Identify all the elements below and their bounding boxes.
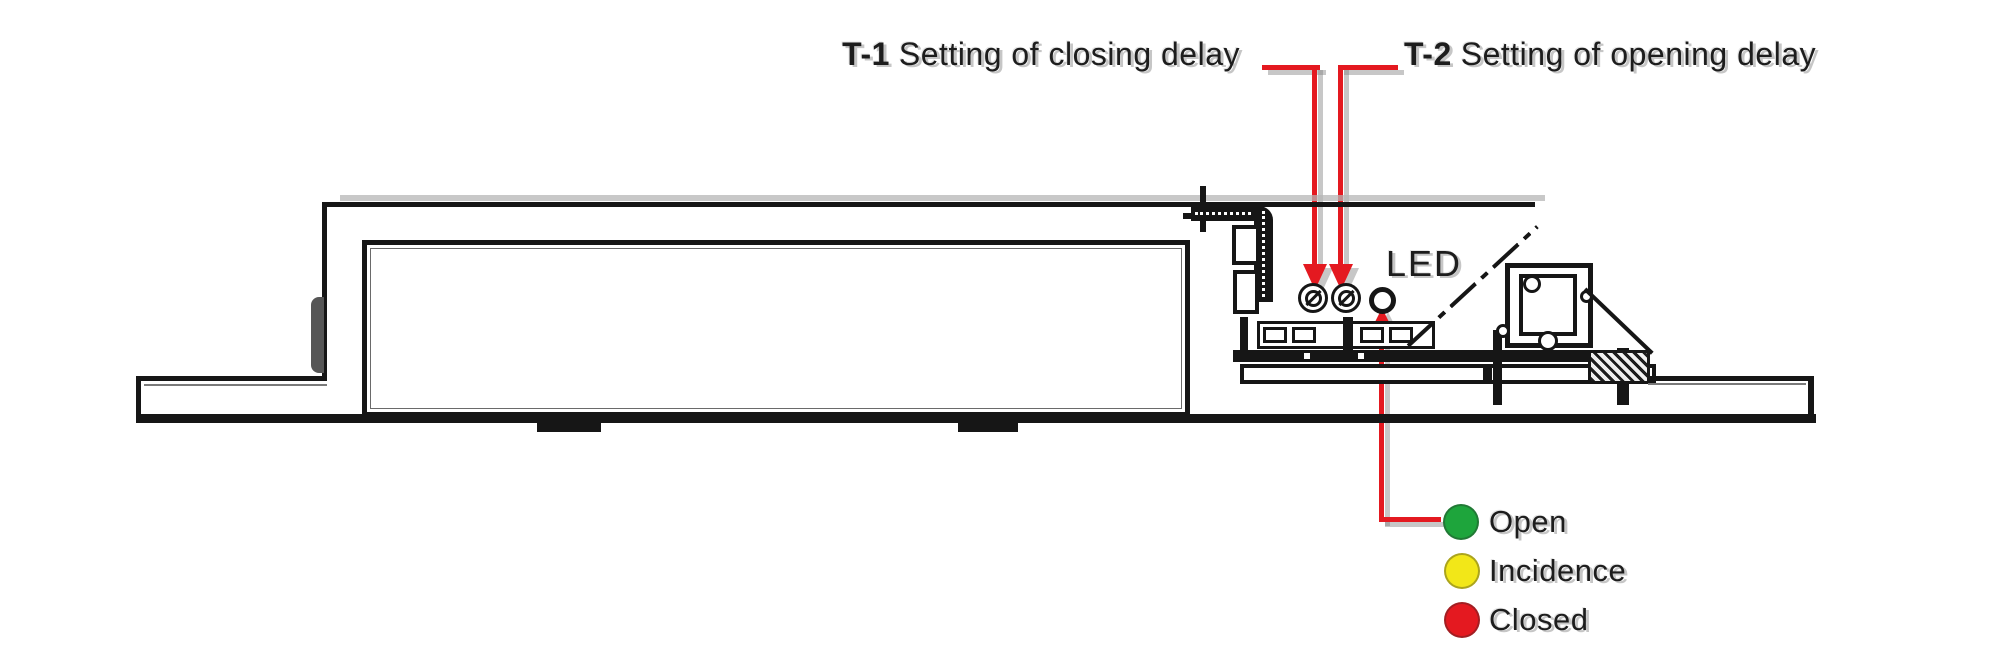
terminal-box-4: [1389, 327, 1413, 343]
t2-leader-vertical: [1338, 65, 1343, 266]
led-leader-vertical: [1379, 330, 1384, 521]
mech-component-a: [1232, 225, 1260, 265]
terminal-box-3: [1360, 327, 1384, 343]
mech-top-bar: [1191, 206, 1261, 221]
left-step-wall: [322, 202, 327, 380]
mid-plate-slit-2: [1358, 353, 1364, 359]
roller-circle-bottom: [1538, 331, 1558, 351]
t2-leader-horizontal: [1338, 65, 1398, 70]
t2-pot-inner: [1337, 289, 1355, 307]
legend-dot-closed: [1444, 602, 1480, 638]
mech-mid-plate: [1233, 350, 1597, 362]
t1-leader-horizontal: [1262, 65, 1320, 70]
legend-label-incidence: Incidence: [1489, 553, 1627, 588]
t2-potentiometer-icon: [1331, 283, 1361, 313]
right-channel-top: [1648, 376, 1813, 381]
lower-pin-1: [1493, 330, 1502, 405]
terminal-box-2: [1292, 327, 1316, 343]
left-end-wall: [136, 376, 141, 422]
led-leader-horizontal: [1379, 517, 1441, 522]
terminal-box-1: [1263, 327, 1287, 343]
t1-text: Setting of closing delay: [898, 36, 1240, 72]
mounting-foot-2: [958, 421, 1018, 432]
legend-label-closed: Closed: [1489, 602, 1589, 637]
housing-top-line: [322, 202, 1535, 207]
top-line-shadow: [340, 195, 1545, 201]
t1-leader-vertical: [1312, 65, 1317, 266]
legend-label-open: Open: [1489, 504, 1567, 539]
t1-prefix: T-1: [842, 36, 890, 72]
t2-text: Setting of opening delay: [1460, 36, 1817, 72]
roller-circle-top: [1523, 275, 1541, 293]
led-indicator-icon: [1369, 287, 1396, 314]
t1-potentiometer-icon: [1298, 283, 1328, 313]
left-shelf-line: [136, 376, 327, 381]
mech-component-b: [1233, 270, 1259, 314]
t1-pot-inner: [1304, 289, 1322, 307]
mid-plate-slit-1: [1304, 353, 1310, 359]
main-body-cavity: [362, 240, 1190, 417]
led-label: LED: [1386, 243, 1463, 284]
t2-prefix: T-2: [1404, 36, 1452, 72]
left-shelf-inner-line: [144, 384, 327, 386]
mech-top-bar-hatch: [1195, 212, 1257, 215]
legend-dot-open: [1443, 504, 1479, 540]
legend-dot-incidence: [1444, 553, 1480, 589]
baseline: [136, 414, 1816, 423]
mounting-foot-1: [537, 421, 601, 432]
right-channel-inner-line: [1648, 383, 1806, 385]
hatched-block: [1588, 350, 1650, 384]
base-plate-divider: [1483, 364, 1492, 384]
left-gasket-bulge: [311, 297, 324, 373]
mech-strip-hatch: [1262, 211, 1265, 297]
roller-circle-left: [1496, 324, 1510, 338]
mech-base-plate: [1240, 364, 1656, 384]
right-end-wall: [1808, 376, 1814, 420]
terminal-pin: [1343, 317, 1353, 358]
mech-post: [1240, 317, 1248, 361]
brace-diagonal: [1583, 287, 1654, 355]
